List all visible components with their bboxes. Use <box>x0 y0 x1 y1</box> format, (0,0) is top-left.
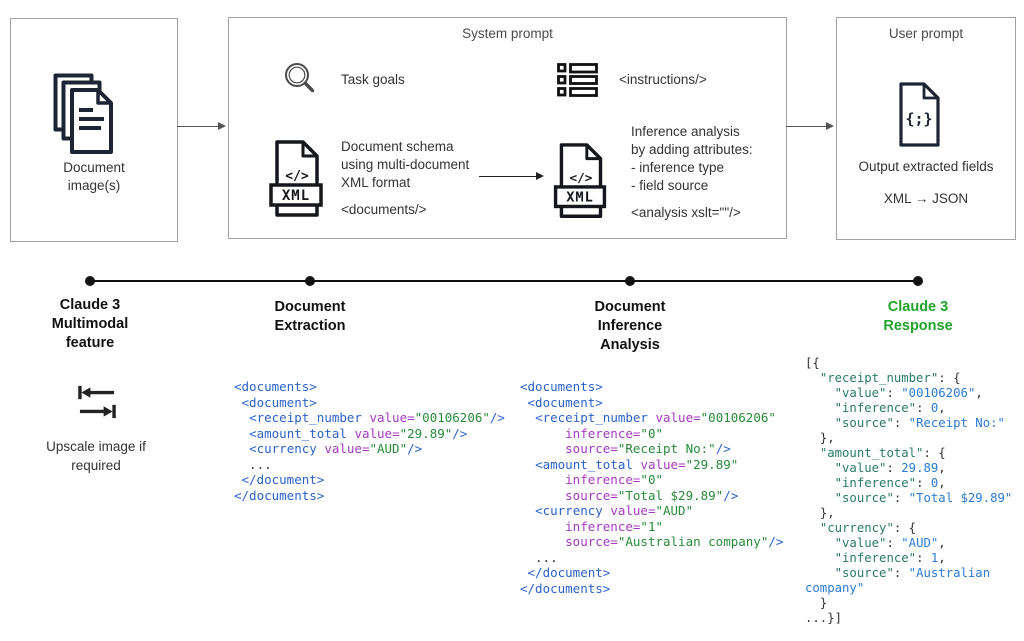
task-goals-label: Task goals <box>341 72 405 87</box>
timeline-line <box>90 280 918 282</box>
xml-file-icon: </> XML <box>553 143 607 218</box>
timeline-dot <box>913 276 923 286</box>
list-icon <box>557 63 598 97</box>
documents-icon <box>53 73 113 154</box>
inference-analysis-label: Inference analysis by adding attributes:… <box>631 124 753 193</box>
documents-tag-label: <documents/> <box>341 202 427 217</box>
document-schema-label: Document schema using multi-document XML… <box>341 139 470 190</box>
arrow-right-icon <box>786 121 834 130</box>
xml-to-json-label: XML → JSON <box>883 191 969 206</box>
xml-file-icon: </> XML <box>269 140 323 217</box>
timeline-dot <box>305 276 315 286</box>
document-images-label: Document image(s) <box>63 160 125 193</box>
instructions-tag-label: <instructions/> <box>619 72 707 87</box>
arrow-right-icon <box>177 121 226 130</box>
transform-arrow-icon <box>479 171 544 180</box>
xml-code-glyph: </> <box>570 170 593 185</box>
user-prompt-box: User prompt {;} Output extracted fields … <box>836 17 1016 240</box>
milestone-document-inference: Document Inference Analysis <box>594 299 666 353</box>
code-block-extraction: <documents> <document> <receipt_number v… <box>234 379 505 503</box>
user-prompt-title: User prompt <box>888 26 964 41</box>
timeline-dot <box>625 276 635 286</box>
upscale-icon <box>78 385 116 419</box>
milestone-claude3-multimodal: Claude 3 Multimodal feature <box>51 297 129 351</box>
document-images-box: Document image(s) <box>10 18 178 242</box>
json-file-icon: {;} <box>899 82 940 147</box>
milestone-document-extraction: Document Extraction <box>274 299 346 334</box>
analysis-tag-label: <analysis xslt=""/> <box>631 205 741 220</box>
upscale-note: Upscale image if required <box>46 439 146 473</box>
xml-banner-label: XML <box>282 188 310 204</box>
code-block-inference: <documents> <document> <receipt_number v… <box>520 379 784 596</box>
timeline-dot <box>85 276 95 286</box>
code-block-response: [{ "receipt_number": { "value": "0010620… <box>805 356 1013 625</box>
xml-code-glyph: </> <box>285 169 309 184</box>
search-icon <box>285 63 315 93</box>
json-glyph: {;} <box>905 110 932 128</box>
output-extracted-fields-label: Output extracted fields <box>858 159 994 174</box>
system-prompt-title: System prompt <box>462 26 553 41</box>
xml-banner-label: XML <box>566 190 594 206</box>
system-prompt-box: System prompt Task goals <instructions/> <box>228 17 787 239</box>
milestone-claude3-response: Claude 3 Response <box>883 299 953 334</box>
